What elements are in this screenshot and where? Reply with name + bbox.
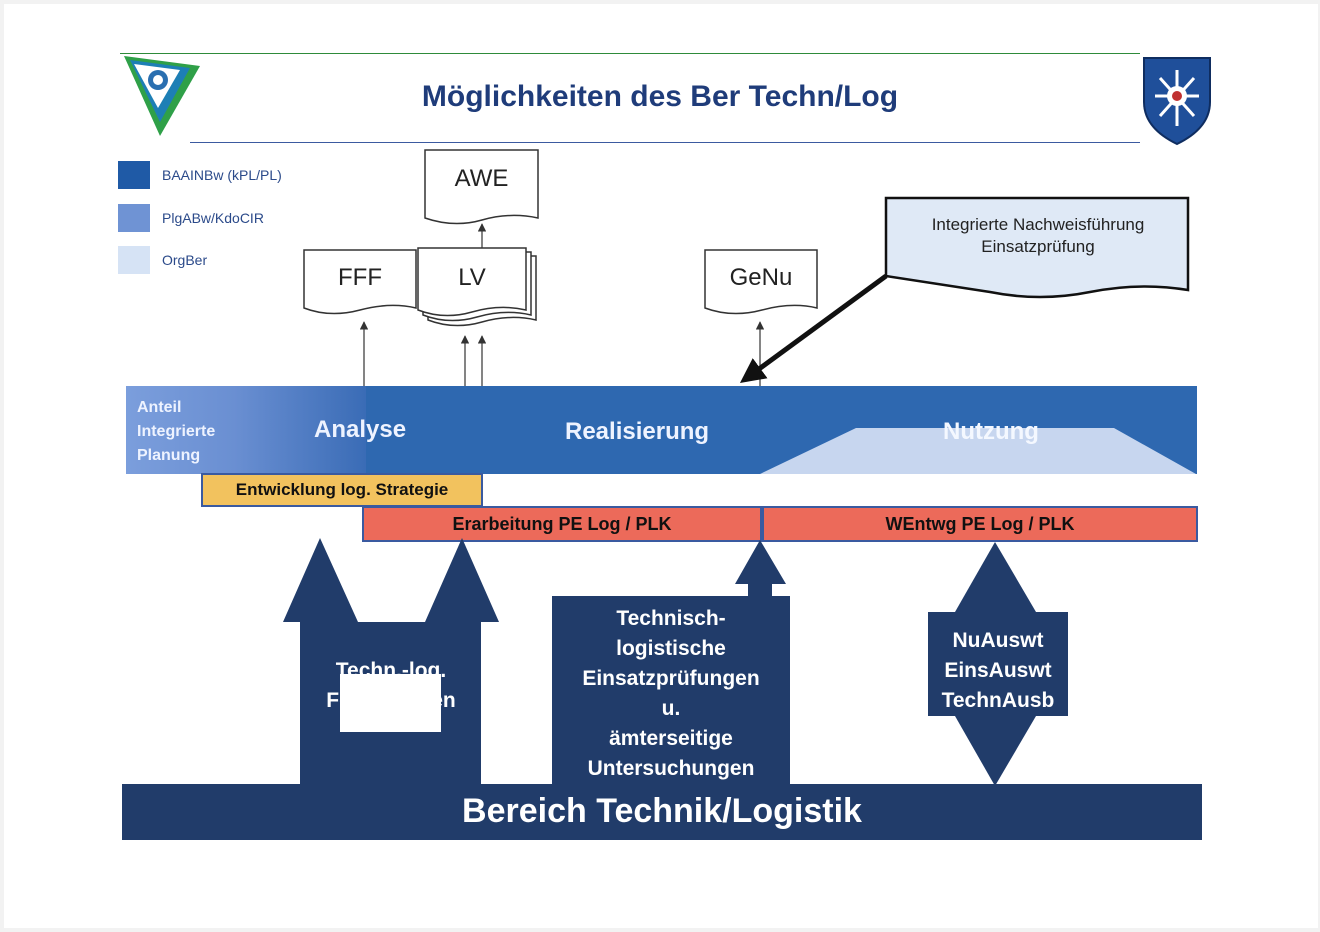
- phase-band-planning: [126, 386, 366, 474]
- auswertung-line: NuAuswt: [952, 629, 1044, 652]
- forderungen-text: Techn.-log. Forderungen: [300, 656, 482, 716]
- anteil-label: Anteil Integrierte Planung: [137, 396, 215, 468]
- anteil-line: Planung: [137, 447, 201, 464]
- legend-label: PlgABw/KdoCIR: [162, 210, 264, 226]
- document-awe-label: AWE: [454, 165, 509, 192]
- legend-swatch: [118, 204, 150, 232]
- legend-swatch: [118, 161, 150, 189]
- legend-item-orgber: OrgBer: [118, 246, 207, 274]
- legend-swatch: [118, 246, 150, 274]
- callout-line: Einsatzprüfung: [981, 237, 1095, 256]
- phase-analyse: Analyse: [314, 416, 407, 443]
- document-lv-label: LV: [458, 264, 486, 291]
- einsatz-line: Einsatzprüfungen: [582, 667, 760, 690]
- shield-emblem-icon: [1143, 57, 1211, 146]
- phase-realisierung: Realisierung: [565, 418, 710, 445]
- einsatz-line: Untersuchungen: [587, 757, 755, 780]
- einsatz-line: ämterseitige: [609, 727, 733, 750]
- document-genu: [704, 249, 818, 315]
- forderungen-line: Techn.-log.: [335, 659, 447, 682]
- phase-nutzung: Nutzung: [943, 418, 1039, 445]
- legend-label: BAAINBw (kPL/PL): [162, 167, 282, 183]
- callout-text: Integrierte Nachweisführung Einsatzprüfu…: [890, 214, 1186, 258]
- anteil-line: Anteil: [137, 399, 182, 416]
- document-fff-label: FFF: [338, 264, 382, 291]
- bar-erarbeitung: Erarbeitung PE Log / PLK: [362, 506, 762, 542]
- document-fff: [303, 249, 417, 315]
- legend-item-baainbw: BAAINBw (kPL/PL): [118, 161, 282, 189]
- auswertung-text: NuAuswt EinsAuswt TechnAusb: [928, 626, 1068, 716]
- forderungen-line: Forderungen: [326, 689, 456, 712]
- callout-arrow: [739, 273, 888, 383]
- header-rule-bottom: [190, 142, 1140, 143]
- auswertung-line: TechnAusb: [941, 689, 1055, 712]
- header-rule: [120, 53, 1140, 54]
- arrow-forderungen: [283, 538, 499, 784]
- page-title: Möglichkeiten des Ber Techn/Log: [421, 80, 899, 113]
- document-awe: [424, 149, 539, 225]
- bar-strategie: Entwicklung log. Strategie: [201, 473, 483, 507]
- legend-item-plgabw: PlgABw/KdoCIR: [118, 204, 264, 232]
- base-bar: [122, 784, 1202, 840]
- arrow-auswertung: [928, 542, 1068, 786]
- arrow-einsatzpruefungen: [552, 540, 790, 786]
- einsatz-line: logistische: [616, 637, 726, 660]
- callout-box: [884, 196, 1190, 299]
- einsatz-line: u.: [661, 697, 681, 720]
- anteil-line: Integrierte: [137, 423, 216, 440]
- base-label: Bereich Technik/Logistik: [462, 792, 862, 830]
- bar-wentwg: WEntwg PE Log / PLK: [762, 506, 1198, 542]
- einsatzpruefungen-text: Technisch- logistische Einsatzprüfungen …: [552, 604, 790, 784]
- legend-label: OrgBer: [162, 252, 208, 268]
- einsatz-line: Technisch-: [616, 607, 726, 630]
- nutzung-trapezoid: [760, 428, 1196, 474]
- auswertung-line: EinsAuswt: [944, 659, 1052, 682]
- callout-line: Integrierte Nachweisführung: [931, 215, 1145, 234]
- document-lv: [417, 247, 537, 327]
- document-genu-label: GeNu: [729, 264, 793, 291]
- left-logo-icon: [124, 56, 200, 136]
